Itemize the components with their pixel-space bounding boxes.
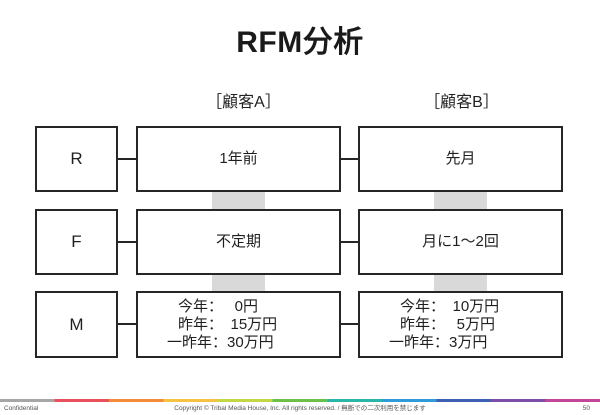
cell-r-customer-b-text: 先月 xyxy=(445,150,476,167)
monetary-line: 今年： 10万円 xyxy=(400,297,500,315)
cell-r-customer-b: 先月 xyxy=(358,126,563,192)
slide-title: RFM分析 xyxy=(236,26,364,59)
row-label-box-m: M xyxy=(35,291,118,358)
cell-r-customer-a: 1年前 xyxy=(136,126,341,192)
vertical-connector xyxy=(434,192,487,209)
connector-line xyxy=(341,158,358,160)
cell-r-customer-a-text: 1年前 xyxy=(219,150,258,167)
copyright-notice: Copyright © Tribal Media House, Inc. All… xyxy=(174,405,426,412)
connector-line xyxy=(118,158,136,160)
row-label-r: R xyxy=(70,149,83,168)
row-label-box-r: R xyxy=(35,126,118,192)
connector-line xyxy=(118,241,136,243)
vertical-connector xyxy=(212,192,265,209)
cell-f-customer-b-text: 月に1～2回 xyxy=(422,233,499,250)
connector-line xyxy=(118,323,136,325)
footer-color-stripe xyxy=(0,399,600,402)
cell-m-customer-a: 今年： 0円 昨年： 15万円 一昨年：30万円 xyxy=(136,291,341,358)
connector-line xyxy=(341,241,358,243)
cell-f-customer-b: 月に1～2回 xyxy=(358,209,563,275)
monetary-line: 一昨年：3万円 xyxy=(389,333,488,351)
connector-line xyxy=(341,323,358,325)
monetary-line: 一昨年：30万円 xyxy=(167,333,274,351)
vertical-connector xyxy=(212,275,265,291)
row-label-f: F xyxy=(71,232,82,251)
monetary-line: 昨年： 5万円 xyxy=(400,315,496,333)
page-number: 50 xyxy=(582,405,590,412)
monetary-line: 昨年： 15万円 xyxy=(178,315,278,333)
cell-f-customer-a-text: 不定期 xyxy=(215,233,261,250)
row-label-m: M xyxy=(69,314,84,334)
cell-f-customer-a: 不定期 xyxy=(136,209,341,275)
vertical-connector xyxy=(434,275,487,291)
monetary-list: 今年： 0円 昨年： 15万円 一昨年：30万円 xyxy=(167,298,277,352)
column-header-customer-b: ［顧客B］ xyxy=(424,94,499,111)
cell-m-customer-b: 今年： 10万円 昨年： 5万円 一昨年：3万円 xyxy=(358,291,563,358)
monetary-line: 今年： 0円 xyxy=(178,297,259,315)
row-label-box-f: F xyxy=(35,209,118,275)
confidential-label: Confidential xyxy=(4,405,39,412)
column-header-customer-a: ［顧客A］ xyxy=(206,94,281,111)
monetary-list: 今年： 10万円 昨年： 5万円 一昨年：3万円 xyxy=(389,298,499,352)
